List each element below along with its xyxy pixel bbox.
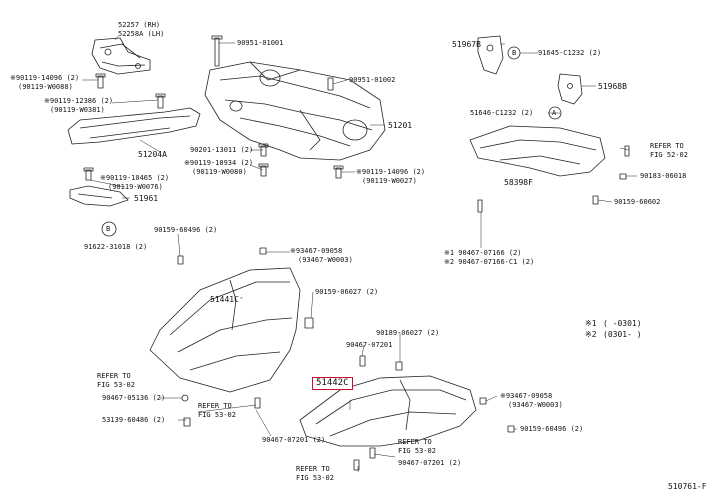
mount-bracket-52257 [91,37,151,75]
label-90119-w0076: (90119-W0076) [108,183,163,191]
label-90951-01001: 90951-01001 [237,39,284,47]
label-93467-09058-a: ※93467-09058 [290,247,343,255]
note-1-value: ( -0301) [603,319,642,328]
label-93467-w0003-a: (93467-W0003) [298,256,353,264]
callout-b2: B [512,49,517,57]
crossmember-51201 [204,35,386,161]
refer-fig-5302-c1: REFER TO [398,438,432,446]
label-51646: 51646-C1232 (2) [470,109,534,117]
brace-51204a [67,107,201,145]
label-51961: 51961 [134,194,159,203]
label-51967b: 51967B [452,40,481,49]
cover-58398f [469,125,630,213]
label-s1-90467-07166: ※1 90467-07166 (2) [444,249,522,257]
label-90467-07201-c: 90467-07201 (2) [398,459,462,467]
refer-fig-5302-a2: FIG 53-02 [97,381,135,389]
note-1-key: ※1 [585,319,597,328]
refer-fig-5302-d1: REFER TO [296,465,330,473]
label-s2-90467-07166: ※2 90467-07166-C1 (2) [444,258,535,266]
label-52258a: 52258A (LH) [118,30,165,38]
bracket-51961 [69,185,129,207]
label-51441c: 51441C [210,295,239,304]
label-90119-10465: ※90119-10465 (2) [100,174,170,182]
callout-a: A [552,109,557,117]
bolt-group-left [83,73,166,181]
note-2-key: ※2 [585,330,597,339]
label-58398f: 58398F [504,178,533,187]
bolt-group-center [258,143,344,179]
label-93467-09058-b: ※93467-09058 [500,392,553,400]
undercover-51441c [149,247,314,427]
label-51204a: 51204A [138,150,167,159]
refer-fig-5302-b1: REFER TO [198,402,232,410]
label-90467-07201-a: 90467-07201 [346,341,393,349]
callout-b: B [106,225,111,233]
label-90467-07201-b: 90467-07201 (2) [262,436,326,444]
refer-fig-5302-d2: FIG 53-02 [296,474,334,482]
note-2-value: (0301- ) [603,330,642,339]
refer-fig-5302-a1: REFER TO [97,372,131,380]
label-90119-10934: ※90119-10934 (2) [184,159,254,167]
label-90119-w0027: (90119-W0027) [362,177,417,185]
label-91645: 91645-C1232 (2) [538,49,602,57]
label-90119-w0381: (90119-W0381) [50,106,105,114]
label-52257: 52257 (RH) [118,21,161,29]
bracket-51967b [477,35,504,75]
refer-fig-5202-1: REFER TO [650,142,684,150]
label-51968b: 51968B [598,82,627,91]
label-93467-w0003-b: (93467-W0003) [508,401,563,409]
label-90467-05136: 90467-05136 (2) [102,394,166,402]
label-90159-06027: 90159-06027 (2) [315,288,379,296]
label-90201: 90201-13011 (2) [190,146,254,154]
label-90119-14096b: ※90119-14096 (2) [356,168,426,176]
figure-number: 510761-F [668,482,707,491]
label-90119-14096: ※90119-14096 (2) [10,74,80,82]
label-51442c-highlighted[interactable]: 51442C [312,377,353,390]
label-90119-12386: ※90119-12386 (2) [44,97,114,105]
label-91622: 91622-31018 (2) [84,243,148,251]
undercover-51442c [299,355,515,471]
label-51201: 51201 [388,121,413,130]
label-90159-60496-b: 90159-60496 (2) [520,425,584,433]
refer-fig-5302-c2: FIG 53-02 [398,447,436,455]
label-90159-60496-a: 90159-60496 (2) [154,226,218,234]
label-90951-01002: 90951-01002 [349,76,396,84]
label-90159-60602: 90159-60602 [614,198,661,206]
label-90189-06027: 90189-06027 (2) [376,329,440,337]
bracket-51968b [557,73,583,105]
label-90183: 90183-06018 [640,172,687,180]
leader-lines [82,35,637,472]
label-90119-w0088: (90119-W0088) [18,83,73,91]
refer-fig-5202-2: FIG 52-02 [650,151,688,159]
label-53139: 53139-60486 (2) [102,416,166,424]
refer-fig-5302-b2: FIG 53-02 [198,411,236,419]
label-90119-w0080: (90119-W0080) [192,168,247,176]
